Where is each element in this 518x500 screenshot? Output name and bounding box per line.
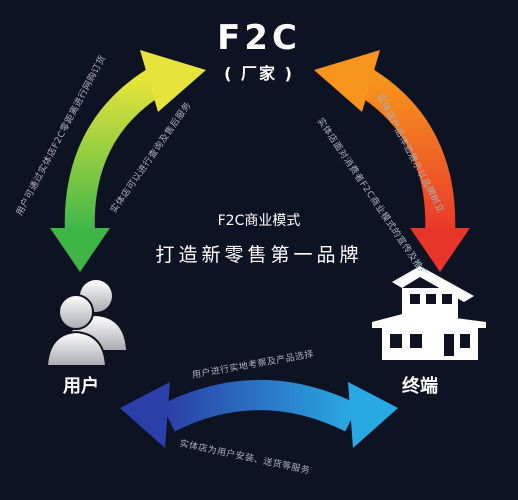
left-double-arrow xyxy=(50,50,206,272)
bottom-double-arrow xyxy=(120,380,398,448)
factory-title: F2C xyxy=(217,18,301,58)
terminal-label: 终端 xyxy=(402,376,438,397)
store-house-icon xyxy=(372,266,486,360)
right-double-arrow xyxy=(314,50,470,272)
user-label: 用户 xyxy=(63,376,99,397)
users-icon xyxy=(45,280,126,367)
model-label: F2C商业模式 xyxy=(217,213,301,229)
factory-subtitle: ( 厂家 ) xyxy=(224,64,294,83)
slogan: 打造新零售第一品牌 xyxy=(155,244,363,266)
